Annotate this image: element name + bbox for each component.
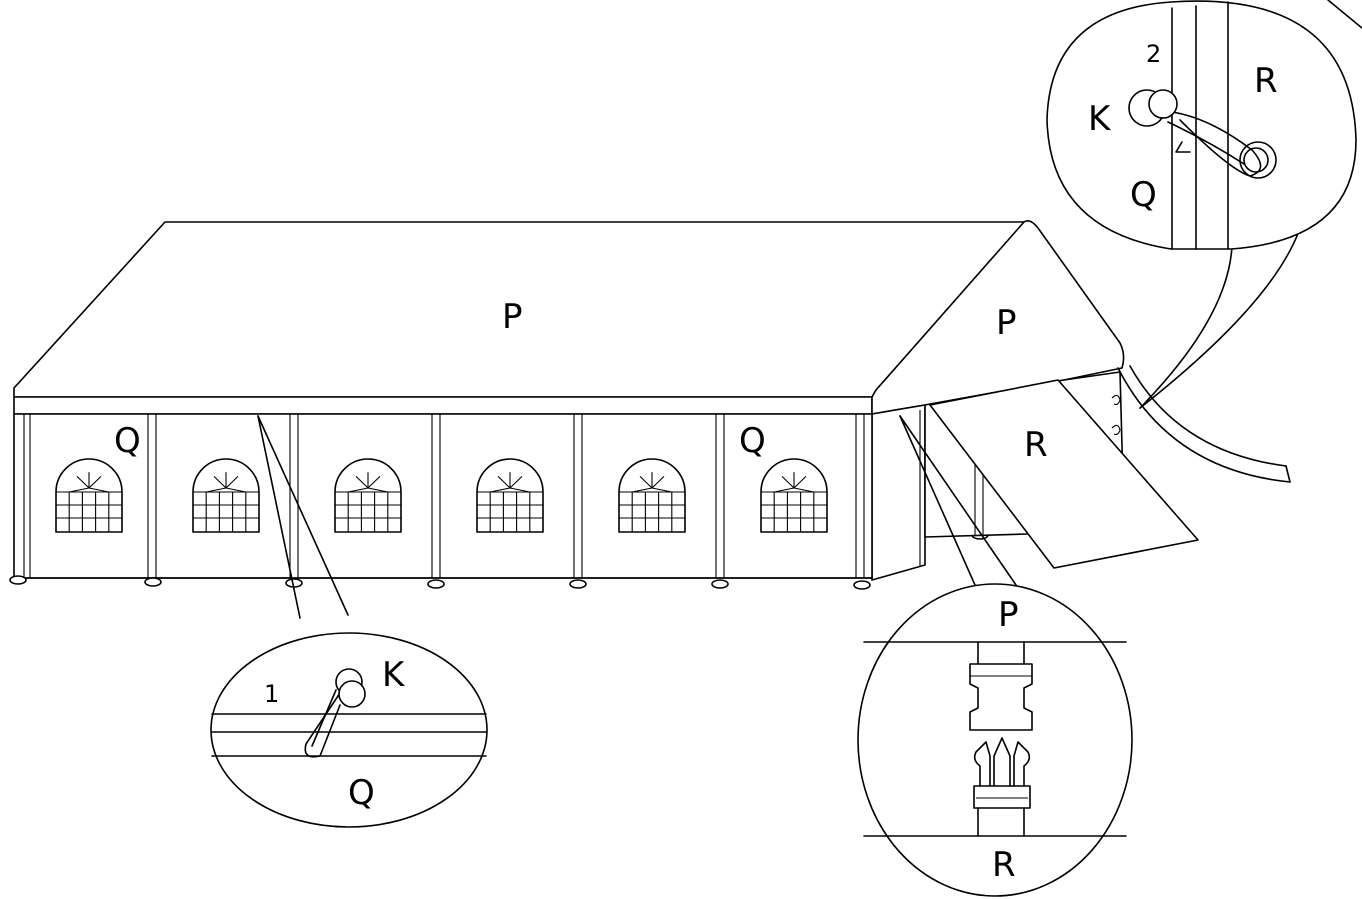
label-detail2-panel: R [1254, 61, 1278, 101]
label-roof-main: P [502, 297, 523, 337]
end-wall [871, 404, 926, 581]
label-detail3-bottom: R [992, 845, 1016, 885]
window [192, 458, 260, 533]
label-detail2-wall: Q [1130, 175, 1157, 215]
label-detail3-top: P [998, 595, 1019, 635]
tent-body [13, 220, 1125, 581]
label-detail2-step: 2 [1146, 40, 1161, 68]
window [334, 458, 402, 533]
label-roof-end: P [996, 303, 1017, 343]
window [618, 458, 686, 533]
window [55, 458, 123, 533]
label-detail1-wall: Q [348, 773, 375, 813]
side-windows [55, 458, 828, 533]
tent-poles [23, 410, 921, 578]
label-door-panel: R [1024, 425, 1048, 465]
corner-mark [1327, 0, 1362, 29]
door-panel-r [924, 371, 1199, 569]
window [476, 458, 544, 533]
detail-3-buckle-clip [857, 583, 1133, 897]
label-wall-left: Q [114, 421, 141, 461]
label-detail2-ball: K [1088, 99, 1112, 139]
detail-2-bungee-loop [1046, 0, 1357, 250]
label-detail1-step: 1 [264, 680, 279, 708]
eave-band [13, 396, 873, 415]
side-wall [13, 413, 873, 579]
window [760, 458, 828, 533]
label-detail1-ball: K [382, 655, 406, 695]
label-wall-right: Q [739, 421, 766, 461]
end-roof [871, 220, 1125, 415]
detail-1-bungee-ball [210, 632, 488, 828]
pole-feet [9, 530, 989, 590]
